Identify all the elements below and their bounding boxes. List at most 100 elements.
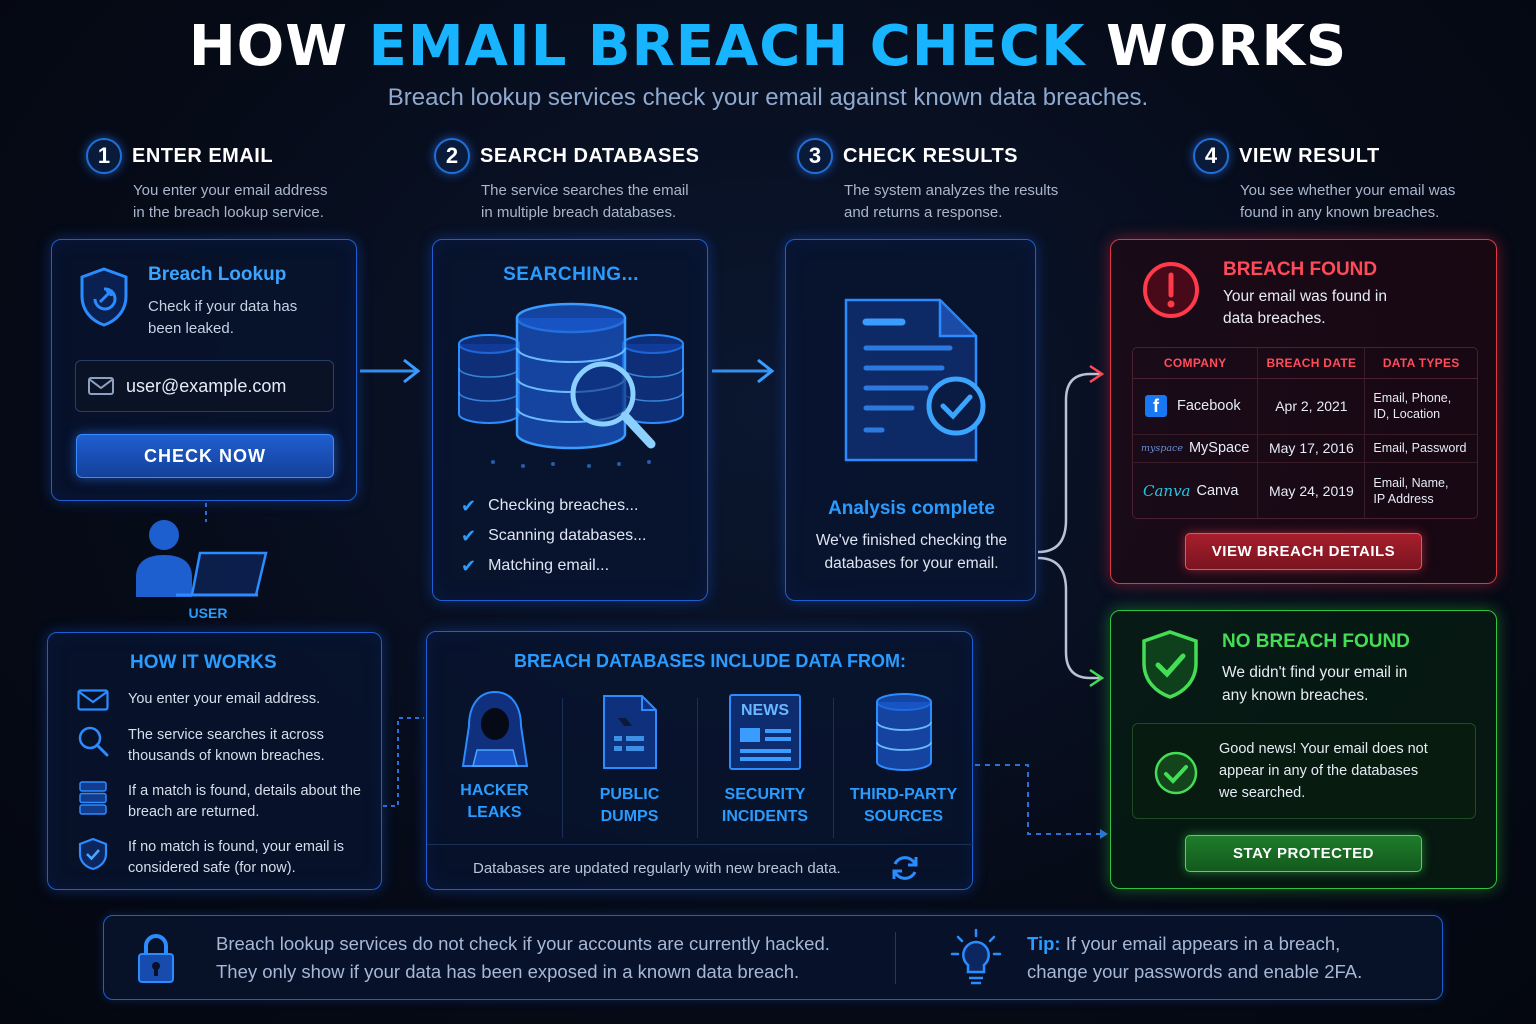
alert-icon [1143,262,1199,318]
email-value: user@example.com [126,375,287,396]
step-number: 4 [1193,138,1229,174]
shield-icon [80,267,128,327]
table-row: f Facebook Apr 2, 2021 Email, Phone, ID,… [1133,377,1477,434]
check-now-button[interactable]: CHECK NOW [76,434,334,478]
user-label: USER [188,605,228,621]
column-header: COMPANY [1133,348,1258,379]
analysis-title: Analysis complete [828,498,995,519]
breach-table: COMPANY BREACH DATE DATA TYPES f Faceboo… [1132,347,1478,519]
checklist-item: ✔ Checking breaches... [461,495,639,516]
analysis-panel: Analysis complete We've finished checkin… [785,239,1036,601]
how-item: You enter your email address. [76,689,376,725]
data-types: Email, Password [1364,433,1477,463]
check-icon: ✔ [461,555,477,576]
news-icon: NEWS [729,694,801,770]
source-item: THIRD-PARTY SOURCES [833,692,974,828]
how-it-works-list: You enter your email address. The servic… [76,689,376,887]
arrow-1-2 [360,358,421,384]
how-it-works-panel: HOW IT WORKS You enter your email addres… [47,632,382,890]
step-title: SEARCH DATABASES [480,144,700,167]
shield-check-icon [78,837,108,871]
source-label: THIRD-PARTY SOURCES [849,786,958,825]
shield-check-icon [1142,630,1198,699]
searching-checklist: ✔ Checking breaches... ✔ Scanning databa… [461,491,646,581]
good-news-box: Good news! Your email does not appear in… [1132,723,1476,819]
sources-panel: BREACH DATABASES INCLUDE DATA FROM: HACK… [426,631,974,890]
step-title: ENTER EMAIL [132,144,274,167]
arrow-2-3 [712,358,775,384]
how-item: The service searches it across thousands… [76,725,376,781]
sources-title: BREACH DATABASES INCLUDE DATA FROM: [514,651,906,671]
page-title: HOW EMAIL BREACH CHECK WORKS [188,14,1348,79]
title-highlight: EMAIL BREACH CHECK [368,14,1086,79]
how-item: If a match is found, details about the b… [76,781,376,837]
step-description: You see whether your email was found in … [1240,182,1456,221]
tip-text: Tip: If your email appears in a breach, … [1027,933,1363,982]
lookup-description: Check if your data has been leaked. [148,298,298,337]
facebook-logo-icon: f [1145,395,1167,417]
document-icon [602,695,657,769]
searching-title: SEARCHING... [503,264,639,285]
company-name: Facebook [1177,398,1241,414]
sources-dashed-line [975,764,1106,835]
tip-label: Tip: [1027,933,1061,954]
checklist-item: ✔ Matching email... [461,555,610,576]
page-subtitle: Breach lookup services check your email … [387,84,1149,111]
source-item: PUBLIC DUMPS [562,692,697,828]
data-types: Email, Name, IP Address [1364,462,1477,518]
check-icon: ✔ [461,495,477,516]
company-name: MySpace [1188,440,1250,457]
source-item: HACKER LEAKS [427,688,562,824]
step-number: 1 [86,138,122,174]
step-title: CHECK RESULTS [843,144,1019,167]
column-header: BREACH DATE [1257,348,1365,379]
step-1: 1 ENTER EMAIL You enter your email addre… [86,138,328,224]
user-laptop-icon [136,520,268,597]
step-4: 4 VIEW RESULT You see whether your email… [1193,138,1455,224]
database-icon [875,693,932,771]
step-number: 2 [434,138,470,174]
table-row: Canva Canva May 24, 2019 Email, Name, IP… [1133,462,1477,518]
breach-found-title: BREACH FOUND [1223,259,1378,280]
document-check-icon [844,298,986,462]
breach-date: May 17, 2016 [1257,433,1365,463]
no-breach-panel: NO BREACH FOUND We didn't find your emai… [1110,610,1497,889]
database-search-icon [458,302,684,468]
source-label: PUBLIC DUMPS [599,786,660,825]
how-it-works-title: HOW IT WORKS [130,652,277,673]
envelope-icon [88,377,114,395]
good-news-message: Good news! Your email does not appear in… [1219,741,1428,801]
myspace-logo-icon: myspace [1141,442,1183,454]
breach-date: Apr 2, 2021 [1257,377,1365,434]
how-item: If no match is found, your email is cons… [76,837,376,887]
how-dashed-line [383,717,424,807]
branch-to-safe [1037,556,1100,680]
source-item: NEWS SECURITY INCIDENTS [697,694,833,828]
source-label: SECURITY INCIDENTS [721,786,809,825]
view-breach-details-button[interactable]: VIEW BREACH DETAILS [1185,533,1422,570]
step-number: 3 [797,138,833,174]
server-icon [79,781,107,815]
step-title: VIEW RESULT [1239,144,1380,167]
lightbulb-icon [950,928,1002,985]
breach-lookup-panel: Breach Lookup Check if your data has bee… [51,239,357,501]
breach-date: May 24, 2019 [1257,462,1365,518]
source-label: HACKER LEAKS [460,782,529,821]
column-header: DATA TYPES [1364,348,1477,379]
step-description: You enter your email address in the brea… [133,182,328,221]
branch-to-breach [1037,372,1100,554]
envelope-icon [77,689,109,711]
no-breach-title: NO BREACH FOUND [1222,631,1410,652]
hacker-icon [461,690,528,767]
bottom-note-panel: Breach lookup services do not check if y… [103,915,1443,1000]
breach-found-description: Your email was found in data breaches. [1223,288,1387,327]
stay-protected-button[interactable]: STAY PROTECTED [1185,835,1422,872]
refresh-icon [892,856,918,880]
email-input[interactable]: user@example.com [75,360,334,412]
canva-logo-icon: Canva [1143,481,1191,500]
analysis-description: We've finished checking the databases fo… [815,532,1008,572]
no-breach-description: We didn't find your email in any known b… [1222,664,1408,704]
step-description: The system analyzes the results and retu… [844,182,1059,221]
step-2: 2 SEARCH DATABASES The service searches … [434,138,700,224]
